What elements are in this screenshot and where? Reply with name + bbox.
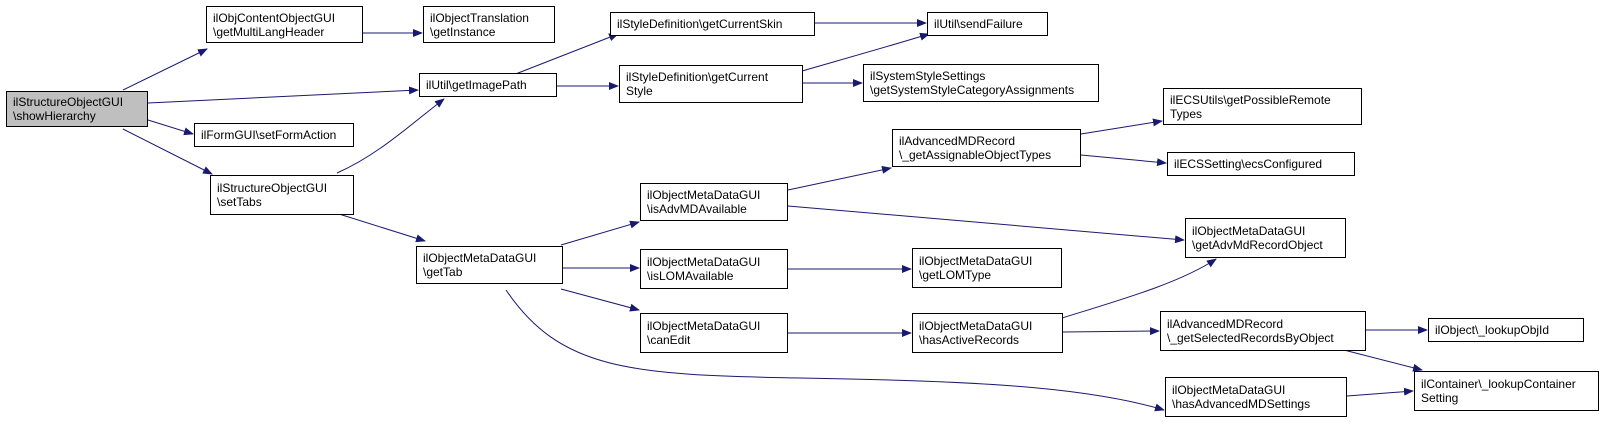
node-gettab-line-2: \getTab xyxy=(423,265,463,279)
node-getimagepath-line-1: ilUtil\getImagePath xyxy=(426,78,527,92)
node-settabs-line-1: ilStructureObjectGUI xyxy=(217,181,328,195)
node-systemstylecategory[interactable]: ilSystemStyleSettings \getSystemStyleCat… xyxy=(863,64,1099,102)
edge-hasactive-getselected xyxy=(1062,327,1160,336)
node-canedit-line-1: ilObjectMetaDataGUI xyxy=(647,319,761,333)
edge-settabs-gettab xyxy=(338,213,426,243)
node-sendfailure-line-1: ilUtil\sendFailure xyxy=(934,17,1023,31)
node-hasactiverecords-line-1: ilObjectMetaDataGUI xyxy=(919,319,1033,333)
node-getpossibleremotetypes-line-2: Types xyxy=(1170,106,1203,121)
edge-isadvmd-advassign xyxy=(787,165,892,191)
node-getcurrentstyle-line-2: Style xyxy=(626,84,653,98)
edge-getselected-lookupcontainer xyxy=(1339,348,1423,372)
node-isadvmdavailable-line-1: ilObjectMetaDataGUI xyxy=(647,188,761,202)
node-getlomtype-line-2: \getLOMType xyxy=(919,268,992,282)
node-showhierarchy-line-1: ilStructureObjectGUI xyxy=(13,95,124,109)
node-hasadvancedmdsettings-line-1: ilObjectMetaDataGUI xyxy=(1172,383,1286,397)
node-lookupcontainersetting-line-1: ilContainer\_lookupContainer xyxy=(1421,377,1576,391)
edge-isadvmd-getadvmd xyxy=(787,205,1185,244)
node-lookupobjid-line-1: ilObject\_lookupObjId xyxy=(1435,323,1550,337)
node-getselectedrecordsbyobject-line-1: ilAdvancedMDRecord xyxy=(1167,317,1284,331)
node-islomavailable[interactable]: ilObjectMetaDataGUI \isLOMAvailable xyxy=(640,249,788,289)
node-canedit[interactable]: ilObjectMetaDataGUI \canEdit xyxy=(640,313,788,353)
node-getmultilangheader[interactable]: ilObjContentObjectGUI \getMultiLangHeade… xyxy=(206,6,363,43)
edge-advassign-ecsconfigured xyxy=(1080,154,1167,167)
node-getinstance-line-1: ilObjectTranslation xyxy=(430,10,529,25)
node-gettab-line-1: ilObjectMetaDataGUI xyxy=(423,251,537,265)
node-getadvmdrecordobject-line-1: ilObjectMetaDataGUI xyxy=(1192,224,1306,238)
node-hasadvancedmdsettings[interactable]: ilObjectMetaDataGUI \hasAdvancedMDSettin… xyxy=(1165,377,1347,417)
node-hasactiverecords[interactable]: ilObjectMetaDataGUI \hasActiveRecords xyxy=(912,313,1063,353)
node-getinstance[interactable]: ilObjectTranslation \getInstance xyxy=(423,6,555,43)
node-hasadvancedmdsettings-line-2: \hasAdvancedMDSettings xyxy=(1172,397,1311,411)
edge-gettab-hasadvsettings xyxy=(505,289,1165,412)
node-showhierarchy-line-2: \showHierarchy xyxy=(13,109,96,123)
node-gettab[interactable]: ilObjectMetaDataGUI \getTab xyxy=(416,246,563,284)
node-getcurrentskin[interactable]: ilStyleDefinition\getCurrentSkin xyxy=(610,12,815,36)
node-settabs-line-2: \setTabs xyxy=(217,195,262,209)
node-lookupcontainersetting-line-2: Setting xyxy=(1421,391,1459,405)
node-getassignableobjecttypes-line-1: ilAdvancedMDRecord xyxy=(899,134,1016,148)
node-lookupobjid[interactable]: ilObject\_lookupObjId xyxy=(1428,318,1584,342)
node-getadvmdrecordobject-line-2: \getAdvMdRecordObject xyxy=(1192,238,1323,252)
node-getselectedrecordsbyobject[interactable]: ilAdvancedMDRecord \_getSelectedRecordsB… xyxy=(1160,311,1366,351)
edge-showhierarchy-setformaction xyxy=(147,119,194,136)
edge-advassign-ecsutils xyxy=(1080,118,1163,135)
node-canedit-line-2: \canEdit xyxy=(647,333,691,347)
node-getmultilangheader-line-2: \getMultiLangHeader xyxy=(213,24,325,39)
edge-getimagepath-getcurrentskin xyxy=(512,33,619,76)
node-islomavailable-line-1: ilObjectMetaDataGUI xyxy=(647,255,761,269)
node-getcurrentstyle-line-1: ilStyleDefinition\getCurrent xyxy=(626,70,769,84)
edge-hasactive-getadvmd xyxy=(1061,258,1217,319)
node-setformaction[interactable]: ilFormGUI\setFormAction xyxy=(194,123,354,147)
node-setformaction-line-1: ilFormGUI\setFormAction xyxy=(201,128,337,142)
node-settabs[interactable]: ilStructureObjectGUI \setTabs xyxy=(210,175,354,215)
node-ecsconfigured[interactable]: ilECSSetting\ecsConfigured xyxy=(1167,152,1355,176)
node-getassignableobjecttypes[interactable]: ilAdvancedMDRecord \_getAssignableObject… xyxy=(892,129,1081,167)
edge-gettab-isadvmd xyxy=(560,220,640,246)
node-getadvmdrecordobject[interactable]: ilObjectMetaDataGUI \getAdvMdRecordObjec… xyxy=(1185,218,1346,258)
edge-showhierarchy-getmultilangheader xyxy=(122,48,208,91)
node-islomavailable-line-2: \isLOMAvailable xyxy=(647,269,734,283)
node-getpossibleremotetypes[interactable]: ilECSUtils\getPossibleRemote Types xyxy=(1163,88,1362,125)
node-getselectedrecordsbyobject-line-2: \_getSelectedRecordsByObject xyxy=(1167,331,1334,345)
node-getmultilangheader-line-1: ilObjContentObjectGUI xyxy=(213,10,336,25)
node-isadvmdavailable[interactable]: ilObjectMetaDataGUI \isAdvMDAvailable xyxy=(640,183,788,221)
node-ecsconfigured-line-1: ilECSSetting\ecsConfigured xyxy=(1174,157,1323,171)
node-hasactiverecords-line-2: \hasActiveRecords xyxy=(919,333,1020,347)
node-systemstylecategory-line-1: ilSystemStyleSettings xyxy=(870,69,986,83)
node-systemstylecategory-line-2: \getSystemStyleCategoryAssignments xyxy=(870,83,1075,97)
node-isadvmdavailable-line-2: \isAdvMDAvailable xyxy=(647,202,747,216)
node-getcurrentskin-line-1: ilStyleDefinition\getCurrentSkin xyxy=(617,17,783,31)
node-getpossibleremotetypes-line-1: ilECSUtils\getPossibleRemote xyxy=(1170,92,1331,107)
node-getimagepath[interactable]: ilUtil\getImagePath xyxy=(419,73,557,97)
edge-showhierarchy-getimagepath xyxy=(147,86,419,104)
edge-gettab-canedit xyxy=(560,288,640,312)
node-getlomtype-line-1: ilObjectMetaDataGUI xyxy=(919,254,1033,268)
edge-hasadvsettings-lookupcontainer xyxy=(1346,387,1414,397)
edge-getcurrentstyle-sendfailure xyxy=(801,32,930,72)
node-getlomtype[interactable]: ilObjectMetaDataGUI \getLOMType xyxy=(912,248,1062,288)
edge-settabs-getimagepath xyxy=(336,98,445,174)
node-sendfailure[interactable]: ilUtil\sendFailure xyxy=(927,12,1048,36)
node-getcurrentstyle[interactable]: ilStyleDefinition\getCurrent Style xyxy=(619,65,803,103)
node-getassignableobjecttypes-line-2: \_getAssignableObjectTypes xyxy=(899,148,1052,162)
node-lookupcontainersetting[interactable]: ilContainer\_lookupContainer Setting xyxy=(1414,371,1599,411)
edge-showhierarchy-settabs xyxy=(122,128,213,175)
node-showhierarchy[interactable]: ilStructureObjectGUI \showHierarchy xyxy=(6,91,148,127)
node-getinstance-line-2: \getInstance xyxy=(430,24,496,39)
